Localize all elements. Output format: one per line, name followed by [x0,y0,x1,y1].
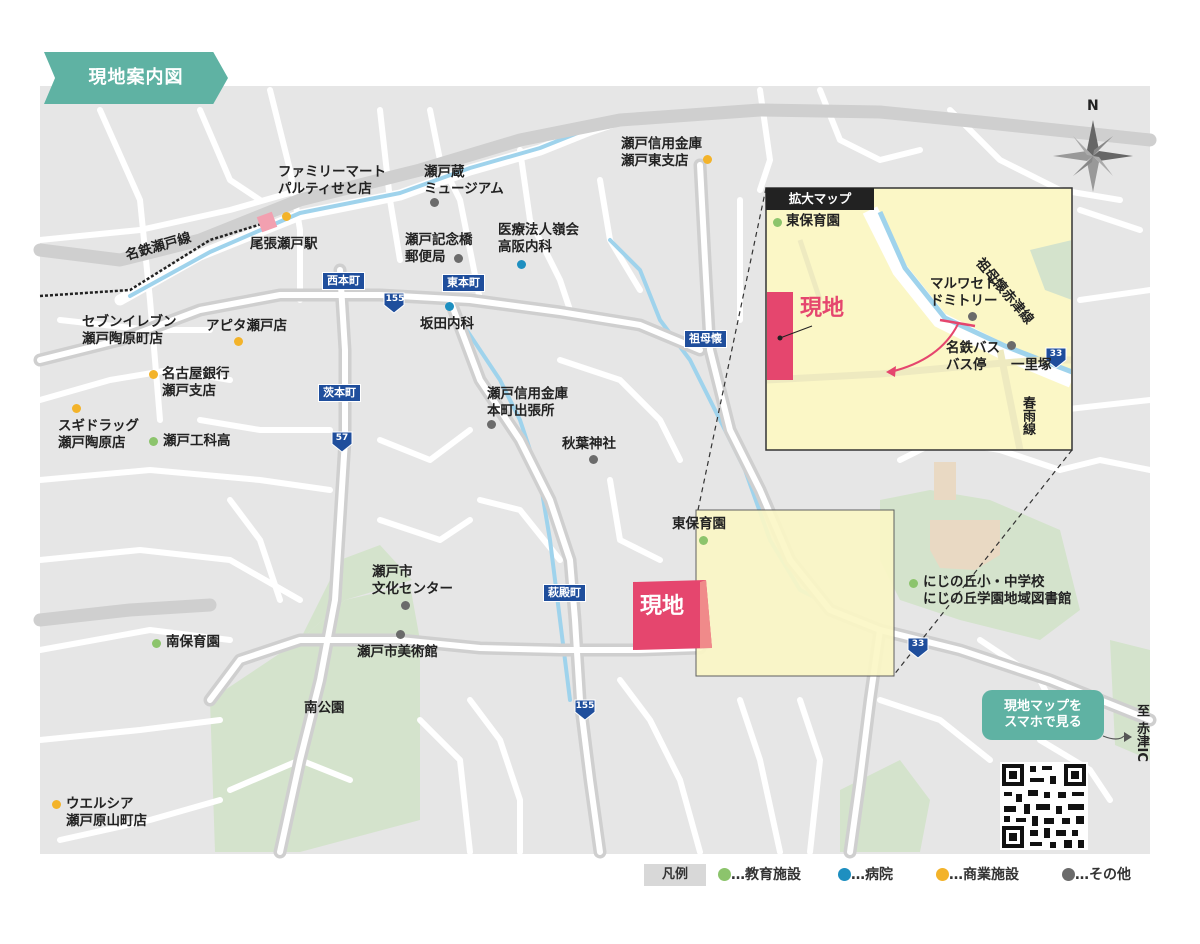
commercial-marker [72,404,81,413]
exit-label: 至 赤津IC [1134,704,1149,762]
poi-higashi-hoiku: 東保育園 [672,516,726,532]
poi-shinkin-honmachi: 瀬戸信用金庫本町出張所 [487,386,568,419]
zoom-ichirizuka: 一里塚 [1011,357,1052,373]
route-33-main: 33 [911,639,925,649]
poi-sakata: 坂田内科 [420,316,474,332]
poi-seven: セブンイレブン瀬戸陶原町店 [82,314,177,347]
other-marker [454,254,463,263]
zoom-maruwa: マルワセトドミトリー [930,276,998,309]
zoom-map-header: 拡大マップ [766,188,874,210]
commercial-marker [149,370,158,379]
station-marker [256,211,278,233]
other-marker [401,601,410,610]
legend-hospital: …病院 [838,864,893,886]
bus-stop-sobokai: 祖母懐 [684,330,727,348]
hospital-legend-icon [838,868,851,881]
education-legend-icon [718,868,731,881]
education-marker [773,218,782,227]
poi-nijinooka: にじの丘小・中学校にじの丘学園地域図書館 [923,574,1072,607]
education-marker [909,579,918,588]
commercial-marker [52,800,61,809]
poi-minami-hoiku: 南保育園 [166,634,220,650]
poi-minami-park: 南公園 [304,700,345,716]
poi-kinen-post: 瀬戸記念橋郵便局 [405,232,473,265]
north-label: N [1087,98,1099,114]
route-33-zoom: 33 [1049,349,1063,359]
zoom-haruame-line: 春雨線 [1020,396,1035,435]
zoom-bus-stop: 名鉄バスバス停 [946,340,1000,373]
poi-sugi: スギドラッグ瀬戸陶原店 [58,418,139,451]
other-marker [589,455,598,464]
site-marker [633,580,712,650]
legend-commercial: …商業施設 [936,864,1019,886]
bus-stop-nishihonmachi: 西本町 [322,272,365,290]
other-marker [968,312,977,321]
commercial-legend-icon [936,868,949,881]
poi-apita: アピタ瀬戸店 [206,318,287,334]
bus-stop-ibarakimachi: 茨本町 [318,384,361,402]
railway-line [39,220,269,298]
route-155-north: 155 [385,294,405,304]
legend-title: 凡例 [644,864,706,886]
poi-kouka: 瀬戸工科高 [163,433,231,449]
poi-meigin: 名古屋銀行瀬戸支店 [162,366,230,399]
route-shields [331,292,1067,721]
zoom-source-area [695,509,895,677]
education-marker [699,536,708,545]
station-label: 尾張瀬戸駅 [250,236,318,252]
hospital-marker [517,260,526,269]
other-marker [487,420,496,429]
site-label: 現地 [640,594,685,619]
zoom-higashi-hoiku: 東保育園 [786,213,840,229]
poi-setogura: 瀬戸蔵ミュージアム [424,164,504,197]
qr-code[interactable] [1000,762,1088,850]
other-marker [1007,341,1016,350]
poi-shinkin-higashi: 瀬戸信用金庫瀬戸東支店 [621,136,702,169]
other-marker [396,630,405,639]
poi-bijutsu: 瀬戸市美術館 [357,644,438,660]
legend-education: …教育施設 [718,864,801,886]
other-legend-icon [1062,868,1075,881]
commercial-marker [282,212,291,221]
other-marker [430,198,439,207]
qr-map-button[interactable]: 現地マップをスマホで見る [982,690,1104,740]
compass-icon [1053,120,1133,192]
zoom-map [765,187,1073,451]
poi-welcia: ウエルシア瀬戸原山町店 [66,796,147,829]
zoom-site-label: 現地 [800,296,845,321]
map-title: 現地案内図 [44,52,228,104]
commercial-marker [234,337,243,346]
education-marker [149,437,158,446]
poi-familymart: ファミリーマートパルティせと店 [278,164,386,197]
commercial-marker [703,155,712,164]
legend-other: …その他 [1062,864,1131,886]
poi-akiba: 秋葉神社 [562,436,616,452]
poi-bunka: 瀬戸市文化センター [372,564,453,597]
route-57: 57 [335,433,349,443]
poi-takasaka-clinic: 医療法人嶺会高阪内科 [498,222,579,255]
bus-stop-hagidonomachi: 萩殿町 [543,584,586,602]
bus-stop-higashihonmachi: 東本町 [442,274,485,292]
route-155-south: 155 [575,701,595,711]
education-marker [152,639,161,648]
hospital-marker [445,302,454,311]
